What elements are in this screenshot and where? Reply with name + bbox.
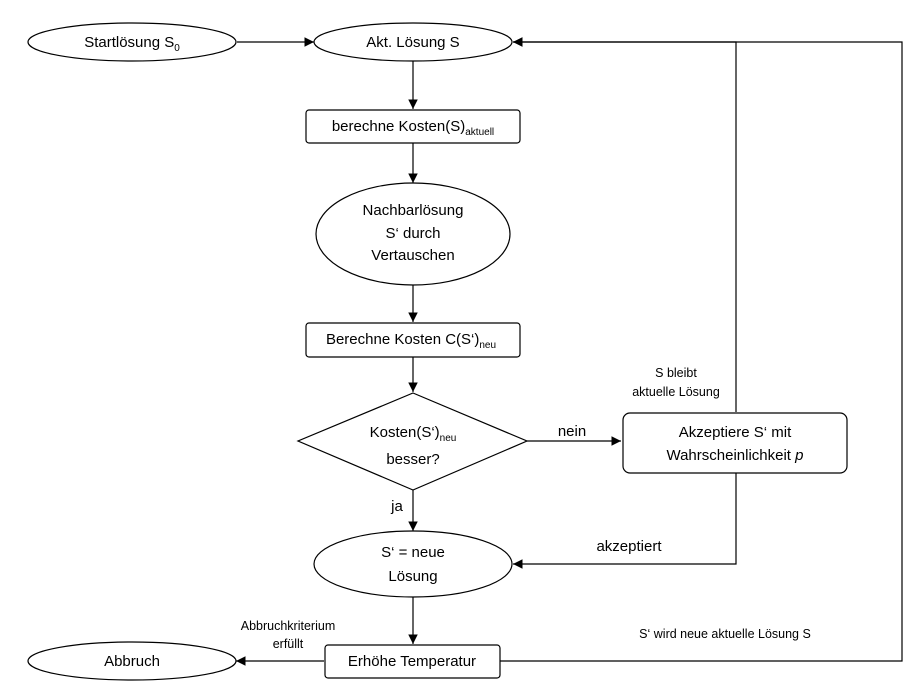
edge-stays-current [513, 37, 737, 412]
edge-label-abort-1: Abbruchkriterium [241, 619, 335, 633]
node-start: Startlösung S0 [27, 22, 237, 62]
edges [236, 37, 903, 666]
node-new-solution: S‘ = neue Lösung [313, 530, 513, 598]
node-neighbor-line-1: Nachbarlösung [363, 202, 464, 219]
node-decision: Kosten(S‘)neu besser? [296, 392, 529, 491]
svg-text:Berechne Kosten C(S‘)neu: Berechne Kosten C(S‘)neu [326, 331, 496, 351]
svg-text:berechne Kosten(S)aktuell: berechne Kosten(S)aktuell [332, 118, 494, 138]
node-cost-new: Berechne Kosten C(S‘)neu [305, 322, 521, 358]
svg-text:Startlösung S0: Startlösung S0 [84, 34, 180, 54]
node-cost-new-sub: neu [479, 340, 496, 351]
node-decision-line-1: Kosten(S‘) [370, 424, 440, 441]
node-neighbor-line-3: Vertauschen [371, 247, 454, 264]
edge-label-yes: ja [390, 498, 403, 515]
node-current-solution: Akt. Lösung S [313, 22, 513, 62]
edge-label-no: nein [558, 423, 586, 440]
svg-text:Kosten(S‘)neu: Kosten(S‘)neu [370, 424, 457, 444]
node-cost-new-text: Berechne Kosten C(S‘) [326, 331, 479, 348]
edge-label-abort-2: erfüllt [273, 637, 304, 651]
node-cost-current-text: berechne Kosten(S) [332, 118, 465, 135]
node-start-sub: 0 [174, 43, 180, 54]
edge-loop-back [500, 37, 903, 662]
node-abort-text: Abbruch [104, 653, 160, 670]
node-accept-line-1: Akzeptiere S‘ mit [679, 424, 792, 441]
node-decision-line-2: besser? [386, 451, 439, 468]
edge-label-s-stays-1: S bleibt [655, 366, 697, 380]
svg-text:Wahrscheinlichkeit p: Wahrscheinlichkeit p [666, 447, 803, 464]
edge-label-accepted: akzeptiert [596, 538, 662, 555]
node-accept-p: p [794, 447, 803, 464]
node-accept-line-2: Wahrscheinlichkeit [666, 447, 795, 464]
edge-label-s-stays-2: aktuelle Lösung [632, 385, 720, 399]
node-decision-sub: neu [440, 433, 457, 444]
node-new-solution-line-1: S‘ = neue [381, 544, 445, 561]
node-new-solution-line-2: Lösung [388, 568, 437, 585]
node-temperature: Erhöhe Temperatur [324, 644, 501, 679]
node-start-text: Startlösung S [84, 34, 174, 51]
node-accept-probability: Akzeptiere S‘ mit Wahrscheinlichkeit p [622, 412, 848, 474]
node-current-text: Akt. Lösung S [366, 34, 459, 51]
node-temperature-text: Erhöhe Temperatur [348, 653, 476, 670]
node-cost-current-sub: aktuell [465, 127, 494, 138]
node-abort: Abbruch [27, 641, 237, 681]
node-neighbor-line-2: S‘ durch [385, 225, 440, 242]
node-neighbor: Nachbarlösung S‘ durch Vertauschen [315, 182, 511, 286]
node-cost-current: berechne Kosten(S)aktuell [305, 109, 521, 144]
edge-accepted [513, 473, 737, 569]
edge-label-loop: S‘ wird neue aktuelle Lösung S [639, 627, 811, 641]
